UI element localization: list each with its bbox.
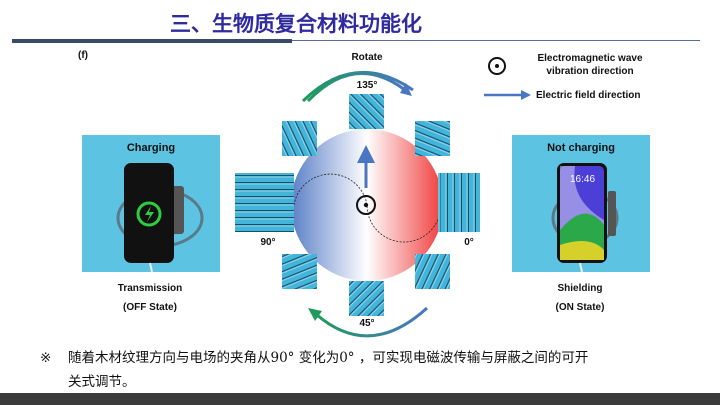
- wood-sample-22: [415, 254, 450, 289]
- title-divider-thin: [292, 40, 700, 41]
- on-state-label: (ON State): [555, 302, 605, 313]
- note-line-2: 关式调节。: [68, 374, 136, 390]
- rotate-arrow-bottom: [316, 306, 429, 338]
- wood-sample-135: [349, 94, 384, 129]
- title-divider-thick: [12, 39, 292, 43]
- panel-label: (f): [78, 50, 88, 61]
- em-wave-icon: [356, 195, 376, 215]
- note-line-1: 随着木材纹理方向与电场的夹角从90° 变化为0° ，可实现电磁波传输与屏蔽之间的…: [68, 350, 589, 366]
- rotate-label: Rotate: [351, 52, 383, 63]
- angle-135-label: 135°: [356, 80, 378, 91]
- right-phone-image: [512, 135, 650, 273]
- note-marker: ※: [40, 350, 52, 366]
- angle-0-label: 0°: [464, 237, 474, 248]
- wood-sample-45: [349, 281, 384, 316]
- footer-bar: [0, 393, 720, 405]
- shielding-label: Shielding: [557, 283, 603, 294]
- wood-sample-0: [438, 173, 480, 232]
- legend-field-label: Electric field direction: [536, 90, 641, 101]
- transmission-label: Transmission: [117, 283, 183, 294]
- left-photo-caption: Charging: [126, 142, 176, 154]
- angle-45-label: 45°: [359, 318, 375, 329]
- legend-em-line1: Electromagnetic wave: [537, 53, 643, 64]
- legend-em-line2: vibration direction: [546, 66, 634, 77]
- angle-90-label: 90°: [260, 237, 276, 248]
- left-phone-image: [82, 135, 220, 273]
- wood-sample-112: [415, 121, 450, 156]
- slide-title: 三、生物质复合材料功能化: [170, 12, 422, 36]
- right-photo-caption: Not charging: [547, 142, 615, 154]
- phone-time: 16:46: [570, 174, 596, 185]
- wood-sample-90: [235, 173, 294, 232]
- wood-sample-67: [282, 254, 317, 289]
- wood-sample-157: [282, 121, 317, 156]
- legend-em-icon: [488, 57, 506, 75]
- off-state-label: (OFF State): [123, 302, 177, 313]
